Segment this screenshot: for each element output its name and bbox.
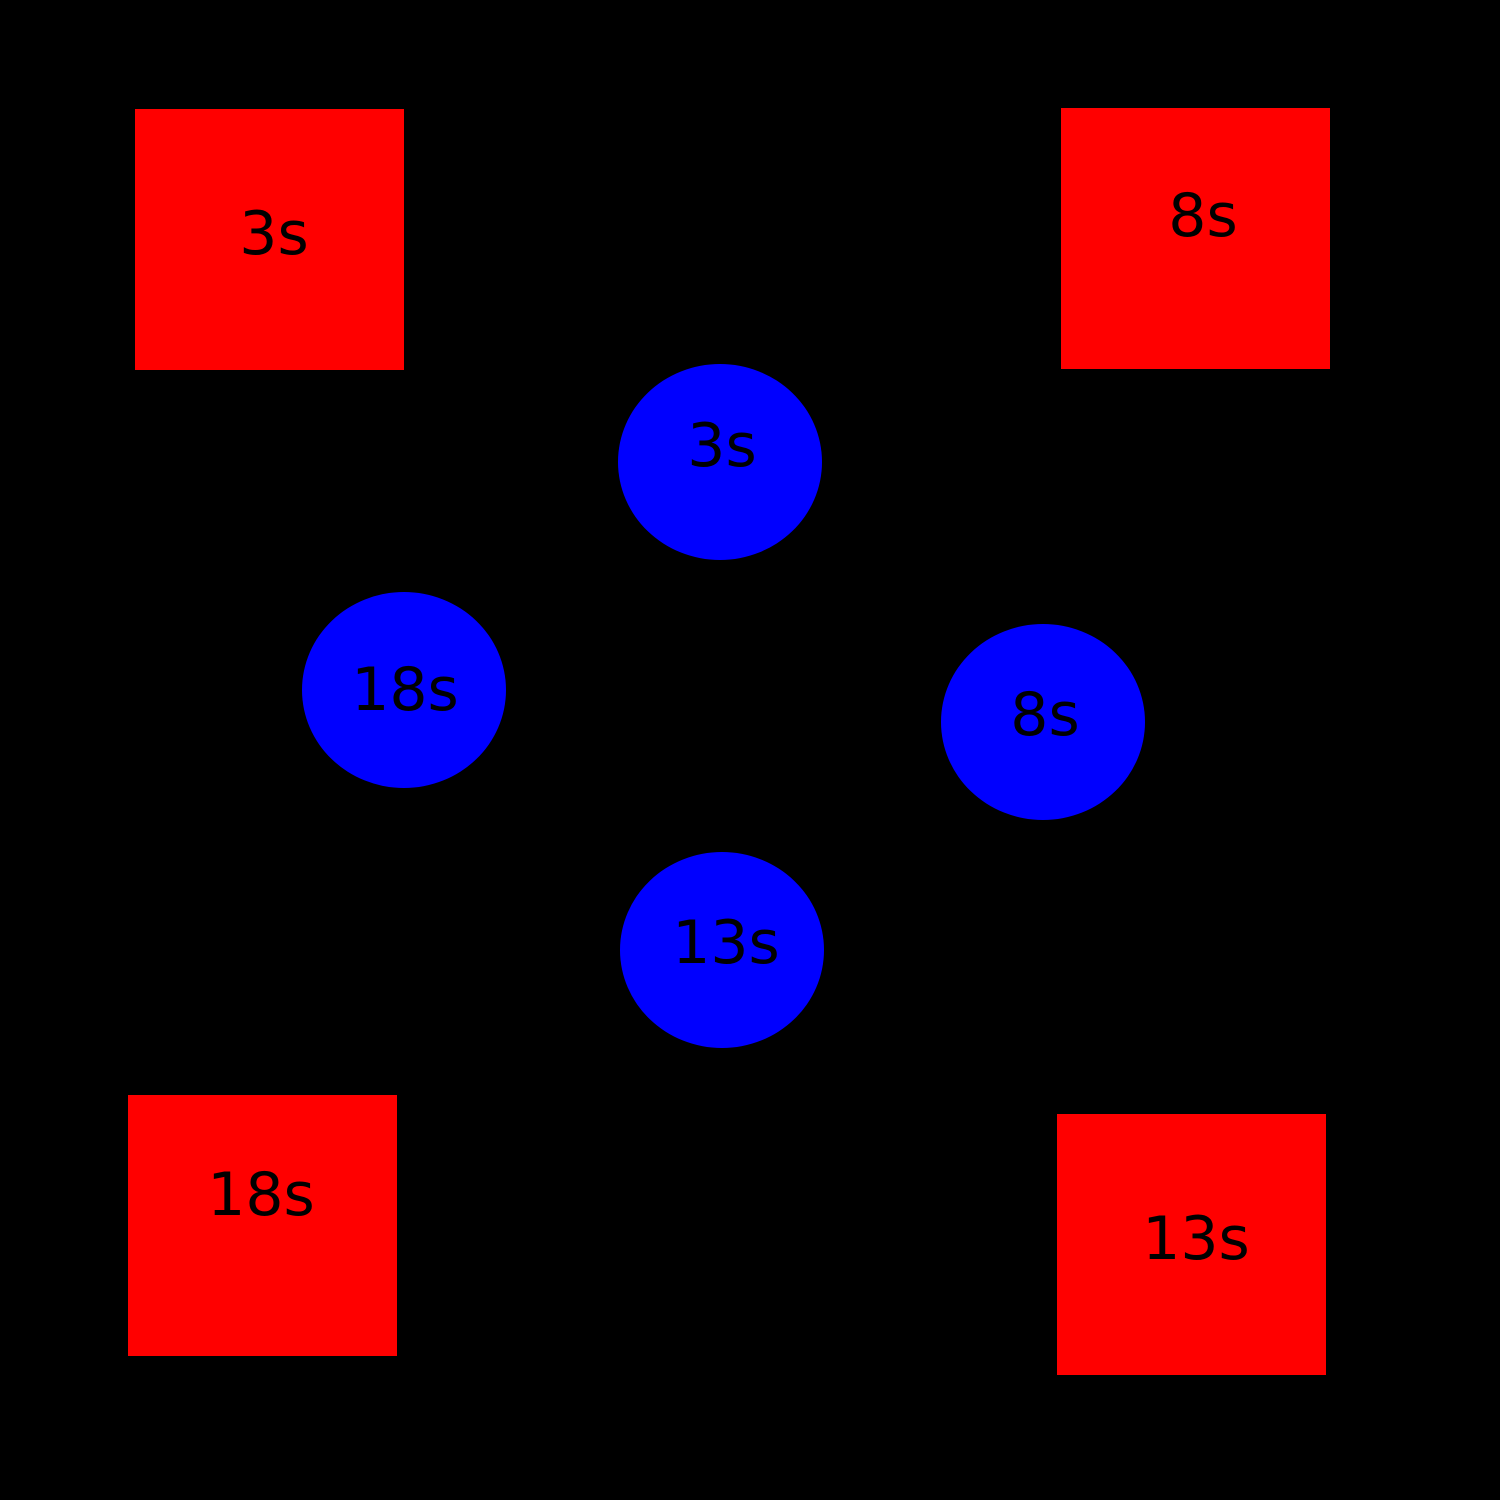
circle-label: 13s	[672, 908, 780, 978]
square-label: 8s	[1168, 181, 1238, 251]
circle-label: 18s	[351, 655, 459, 725]
red-square-bottom-right: 13s	[1057, 1114, 1326, 1375]
blue-circle-left: 18s	[302, 592, 506, 788]
red-square-top-left: 3s	[135, 109, 404, 370]
blue-circle-top: 3s	[618, 364, 822, 560]
square-label: 18s	[207, 1160, 315, 1230]
square-label: 13s	[1142, 1204, 1250, 1274]
red-square-bottom-left: 18s	[128, 1095, 397, 1356]
circle-label: 8s	[1010, 680, 1080, 750]
blue-circle-bottom: 13s	[620, 852, 824, 1048]
square-label: 3s	[239, 199, 309, 269]
red-square-top-right: 8s	[1061, 108, 1330, 369]
circle-label: 3s	[687, 411, 757, 481]
blue-circle-right: 8s	[941, 624, 1145, 820]
